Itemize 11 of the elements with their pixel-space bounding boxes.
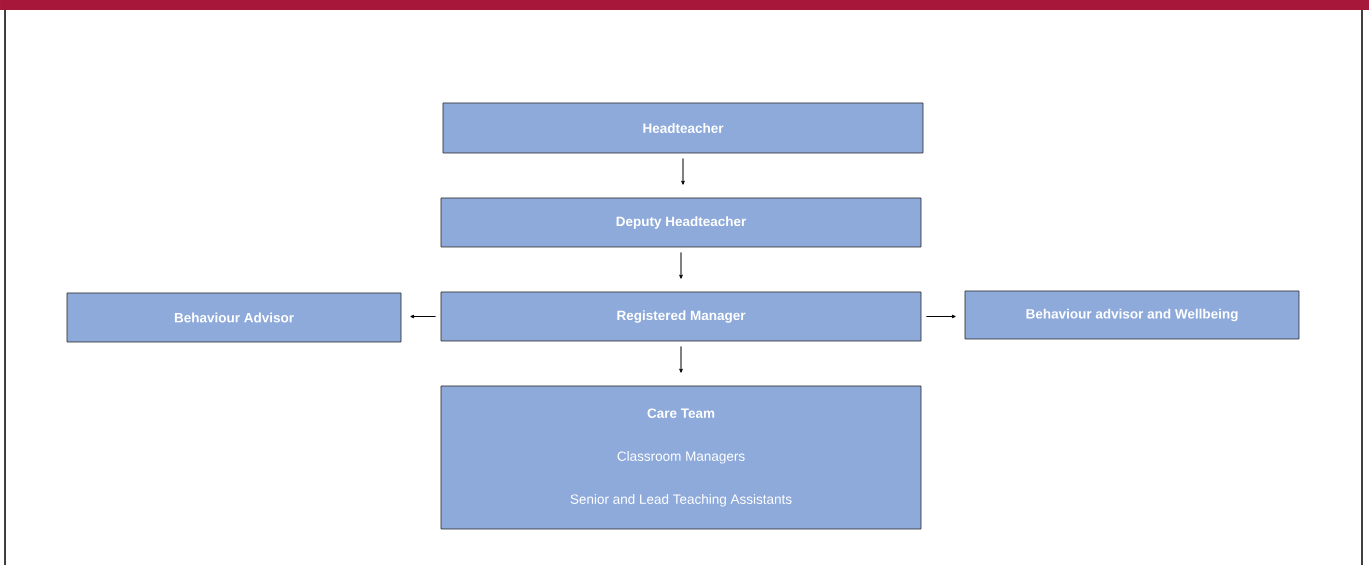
team-box: Care Team Classroom Managers Senior and Lead Teaching Assistants — [440, 385, 922, 530]
arrow — [679, 251, 683, 279]
arrow — [410, 314, 437, 319]
role-box: Deputy Headteacher — [440, 197, 922, 248]
arrow — [681, 157, 685, 185]
role-box: Registered Manager — [440, 291, 922, 342]
role-box: Headteacher — [442, 102, 924, 154]
arrow — [925, 314, 956, 319]
role-box: Behaviour advisor and Wellbeing — [964, 290, 1300, 340]
role-box: Behaviour Advisor — [66, 292, 402, 343]
arrow — [679, 345, 683, 373]
